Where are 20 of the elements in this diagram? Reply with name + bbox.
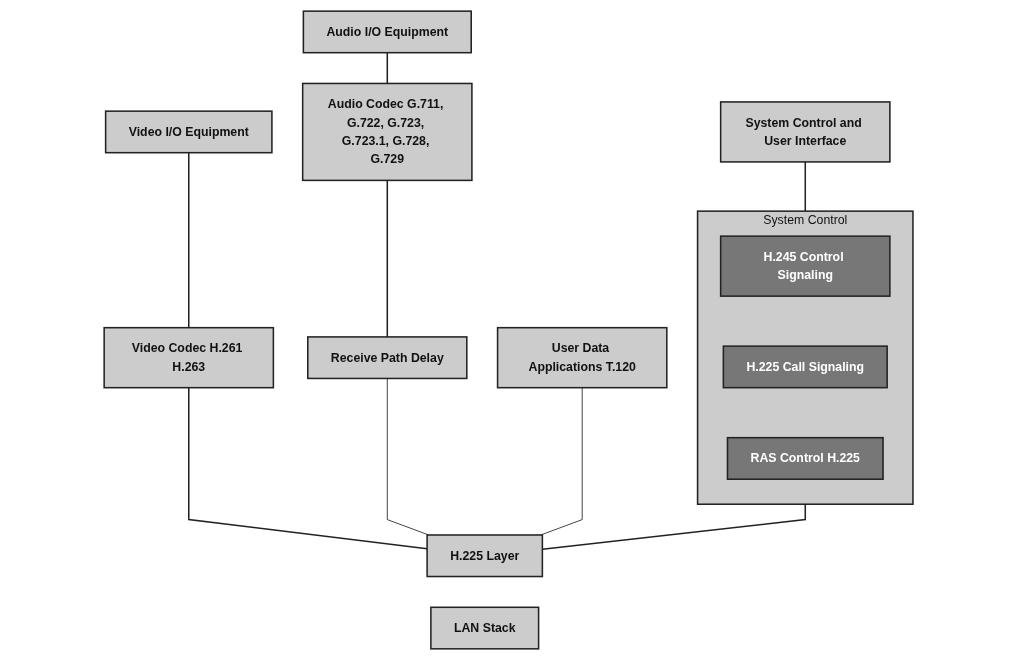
group-title: System Control xyxy=(763,212,848,227)
connector-line xyxy=(804,160,806,212)
connector-line xyxy=(386,377,430,535)
process-box: System Control and User Interface xyxy=(719,100,891,163)
process-box: Video Codec H.261 H.263 xyxy=(103,326,275,388)
connector-line xyxy=(540,386,583,535)
process-box: Receive Path Delay xyxy=(306,335,468,379)
process-box: LAN Stack xyxy=(430,606,540,650)
process-box: H.225 Call Signaling xyxy=(722,344,888,388)
process-box: H.245 Control Signaling xyxy=(719,234,891,297)
process-box: Video I/O Equipment xyxy=(104,109,273,153)
process-box: Audio I/O Equipment xyxy=(302,9,472,53)
connector-line xyxy=(386,51,388,84)
process-box: User Data Applications T.120 xyxy=(496,326,668,388)
connector-line xyxy=(386,179,388,338)
process-box: H.225 Layer xyxy=(426,533,544,577)
process-box: RAS Control H.225 xyxy=(726,436,884,480)
connector-line xyxy=(187,386,428,549)
process-box: Audio Codec G.711, G.722, G.723, G.723.1, G.728, G.729 xyxy=(301,82,473,181)
connector-line xyxy=(187,151,190,328)
